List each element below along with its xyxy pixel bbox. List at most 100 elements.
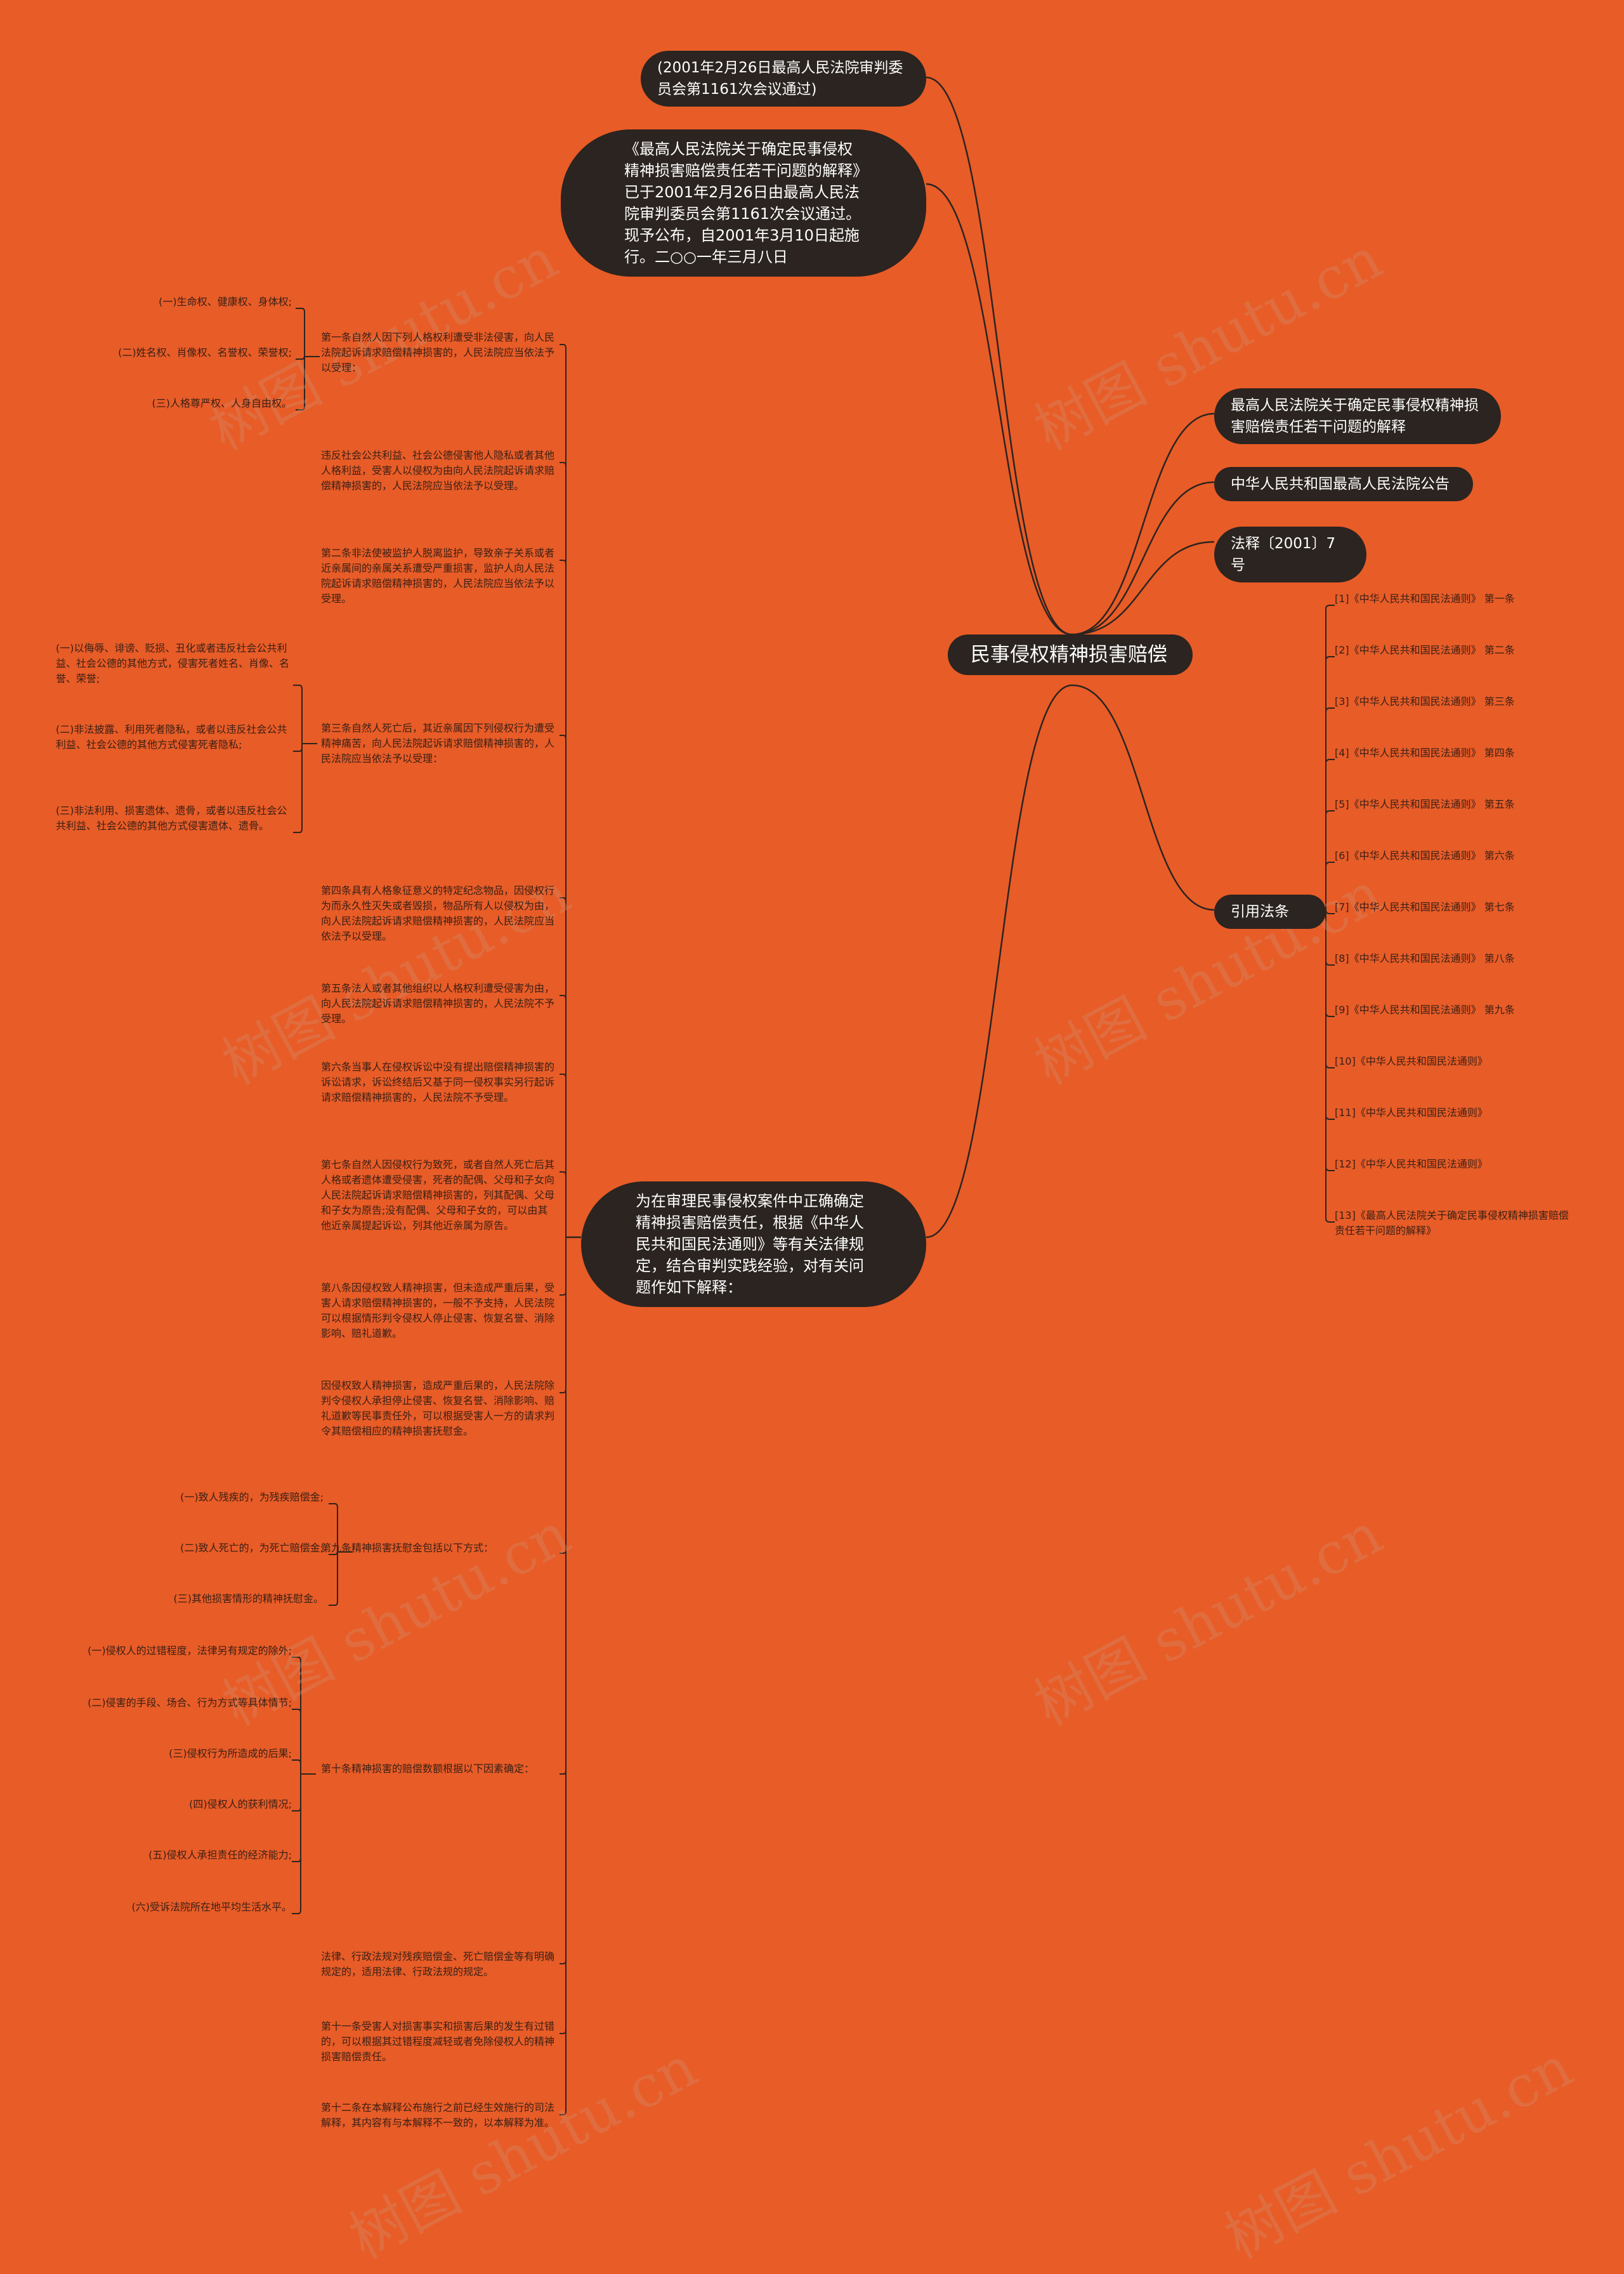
article-9[interactable]: 第八条因侵权致人精神损害，但未造成严重后果，受害人请求赔偿精神损害的，一般不予支… xyxy=(321,1282,555,1339)
sub-branch xyxy=(293,744,303,833)
sub-branch xyxy=(292,1709,301,1774)
ref-branch xyxy=(1325,910,1335,966)
article-11[interactable]: 第九条精神损害抚慰金包括以下方式： xyxy=(321,1542,494,1554)
article-branch xyxy=(560,1237,566,1775)
ref-branch xyxy=(1325,605,1335,910)
sub-branch xyxy=(329,1552,338,1606)
sub-item[interactable]: (二)非法披露、利用死者隐私，或者以违反社会公共利益、社会公德的其他方式侵害死者… xyxy=(56,723,287,751)
root-to-court xyxy=(1071,481,1215,636)
sub-branch xyxy=(296,308,305,357)
cited-law-item[interactable]: [5]《中华人民共和国民法通则》 第五条 xyxy=(1335,798,1515,810)
sub-branch xyxy=(293,744,303,752)
sub-branch xyxy=(296,355,305,360)
sub-item[interactable]: (一)以侮辱、诽谤、贬损、丑化或者违反社会公共利益、社会公德的其他方式，侵害死者… xyxy=(56,642,290,685)
sub-item[interactable]: (五)侵权人承担责任的经济能力; xyxy=(148,1849,292,1861)
ref-branch xyxy=(1325,910,1335,1068)
root-to-title xyxy=(1071,412,1215,636)
article-8[interactable]: 第七条自然人因侵权行为致死，或者自然人死亡后其人格或者遗体遭受侵害，死者的配偶、… xyxy=(321,1159,555,1232)
sub-branch xyxy=(293,685,303,744)
article-12[interactable]: 第十条精神损害的赔偿数额根据以下因素确定： xyxy=(321,1763,535,1775)
cited-law-item[interactable]: [3]《中华人民共和国民法通则》 第三条 xyxy=(1335,695,1515,707)
article-3[interactable]: 第二条非法使被监护人脱离监护，导致亲子关系或者近亲属间的亲属关系遭受严重损害，监… xyxy=(321,547,555,605)
ref-branch xyxy=(1325,909,1335,914)
root-to-docnum xyxy=(1071,541,1215,636)
cited-law-item[interactable]: [8]《中华人民共和国民法通则》 第八条 xyxy=(1335,952,1515,964)
article-branch xyxy=(560,1237,566,1393)
ref-branch xyxy=(1325,810,1335,910)
article-branch xyxy=(560,1074,566,1237)
sub-item[interactable]: (一)致人残疾的，为残疾赔偿金; xyxy=(180,1491,324,1503)
cited-law-item[interactable]: [11]《中华人民共和国民法通则》 xyxy=(1335,1107,1488,1119)
sub-branch xyxy=(292,1657,301,1774)
sub-item[interactable]: (三)其他损害情形的精神抚慰金。 xyxy=(173,1593,324,1605)
article-branch xyxy=(560,462,566,1237)
node-interpretation-title[interactable]: 最高人民法院关于确定民事侵权精神损害赔偿责任若干问题的解释 xyxy=(1214,388,1501,444)
sub-item[interactable]: (三)人格尊严权、人身自由权。 xyxy=(152,397,292,409)
cited-law-item[interactable]: [6]《中华人民共和国民法通则》 第六条 xyxy=(1335,850,1515,862)
root-to-refs xyxy=(1071,684,1215,911)
article-6[interactable]: 第五条法人或者其他组织以人格权利遭受侵害为由，向人民法院起诉请求赔偿精神损害的，… xyxy=(321,982,555,1025)
node-court-announcement[interactable]: 中华人民共和国最高人民法院公告 xyxy=(1214,467,1473,501)
article-branch xyxy=(560,344,566,1237)
sub-branch xyxy=(329,1503,338,1552)
node-announcement[interactable]: 《最高人民法院关于确定民事侵权精神损害赔偿责任若干问题的解释》已于2001年2月… xyxy=(561,129,926,277)
cited-law-item[interactable]: [1]《中华人民共和国民法通则》 第一条 xyxy=(1335,593,1515,605)
article-branch xyxy=(560,995,566,1237)
sub-item[interactable]: (二)侵害的手段、场合、行为方式等具体情节; xyxy=(88,1697,292,1709)
article-10[interactable]: 因侵权致人精神损害，造成严重后果的，人民法院除判令侵权人承担停止侵害、恢复名誉、… xyxy=(321,1379,555,1437)
sub-item[interactable]: (一)生命权、健康权、身体权; xyxy=(159,296,292,308)
ref-branch xyxy=(1325,862,1335,910)
cited-law-item[interactable]: [13]《最高人民法院关于确定民事侵权精神损害赔偿责任若干问题的解释》 xyxy=(1335,1209,1569,1237)
sub-item[interactable]: (三)非法利用、损害遗体、遗骨，或者以违反社会公共利益、社会公德的其他方式侵害遗… xyxy=(56,805,287,832)
ref-branch xyxy=(1325,759,1335,910)
node-cited-laws[interactable]: 引用法条 xyxy=(1214,895,1326,929)
ref-branch xyxy=(1325,910,1335,1223)
sub-item[interactable]: (二)姓名权、肖像权、名誉权、荣誉权; xyxy=(118,346,292,358)
article-4[interactable]: 第三条自然人死亡后，其近亲属因下列侵权行为遭受精神痛苦，向人民法院起诉请求赔偿精… xyxy=(321,722,555,765)
article-branch xyxy=(560,735,566,1237)
cited-law-item[interactable]: [9]《中华人民共和国民法通则》 第九条 xyxy=(1335,1004,1515,1016)
ref-branch xyxy=(1325,707,1335,910)
root-to-announcement xyxy=(926,183,1073,636)
ref-branch xyxy=(1325,656,1335,910)
article-branch xyxy=(560,897,566,1237)
cited-law-item[interactable]: [2]《中华人民共和国民法通则》 第二条 xyxy=(1335,644,1515,656)
sub-item[interactable]: (三)侵权行为所造成的后果; xyxy=(169,1747,292,1759)
node-doc-number[interactable]: 法释〔2001〕7号 xyxy=(1214,527,1366,582)
article-7[interactable]: 第六条当事人在侵权诉讼中没有提出赔偿精神损害的诉讼请求，诉讼终结后又基于同一侵权… xyxy=(321,1061,555,1103)
cited-law-item[interactable]: [12]《中华人民共和国民法通则》 xyxy=(1335,1158,1488,1170)
sub-item[interactable]: (二)致人死亡的，为死亡赔偿金; xyxy=(180,1542,324,1554)
ref-branch xyxy=(1325,910,1335,1171)
connector-lines xyxy=(292,76,1335,2115)
ref-branch xyxy=(1325,910,1335,1017)
sub-branch xyxy=(292,1759,301,1774)
article-15[interactable]: 第十二条在本解释公布施行之前已经生效施行的司法解释，其内容有与本解释不一致的，以… xyxy=(321,2101,555,2129)
article-13[interactable]: 法律、行政法规对残疾赔偿金、死亡赔偿金等有明确规定的，适用法律、行政法规的规定。 xyxy=(321,1950,555,1978)
sub-item[interactable]: (六)受诉法院所在地平均生活水平。 xyxy=(131,1901,292,1913)
sub-item[interactable]: (一)侵权人的过错程度，法律另有规定的除外; xyxy=(88,1645,292,1657)
cited-law-item[interactable]: [10]《中华人民共和国民法通则》 xyxy=(1335,1055,1488,1067)
sub-branch xyxy=(296,357,305,411)
article-5[interactable]: 第四条具有人格象征意义的特定纪念物品，因侵权行为而永久性灭失或者毁损，物品所有人… xyxy=(321,884,555,942)
article-branch xyxy=(560,1237,566,2115)
article-1[interactable]: 第一条自然人因下列人格权利遭受非法侵害，向人民法院起诉请求赔偿精神损害的，人民法… xyxy=(321,331,555,374)
sub-branch xyxy=(292,1774,301,1914)
article-2[interactable]: 违反社会公共利益、社会公德侵害他人隐私或者其他人格利益，受害人以侵权为由向人民法… xyxy=(321,449,555,492)
sub-branch xyxy=(292,1774,301,1862)
cited-law-item[interactable]: [7]《中华人民共和国民法通则》 第七条 xyxy=(1335,901,1515,913)
article-branch xyxy=(560,1171,566,1237)
sub-item[interactable]: (四)侵权人的获利情况; xyxy=(189,1798,292,1810)
article-branch xyxy=(560,1237,566,2034)
cited-law-item[interactable]: [4]《中华人民共和国民法通则》 第四条 xyxy=(1335,747,1515,759)
root-to-preamble xyxy=(926,684,1073,1239)
article-branch xyxy=(560,560,566,1237)
node-passed-note[interactable]: (2001年2月26日最高人民法院审判委员会第1161次会议通过) xyxy=(641,51,926,107)
article-branch xyxy=(560,1237,566,1964)
root-to-passed xyxy=(926,76,1073,636)
article-branch xyxy=(560,1237,566,1296)
node-preamble[interactable]: 为在审理民事侵权案件中正确确定精神损害赔偿责任，根据《中华人民共和国民法通则》等… xyxy=(581,1181,926,1307)
article-branch xyxy=(560,1237,566,1554)
article-14[interactable]: 第十一条受害人对损害事实和损害后果的发生有过错的，可以根据其过错程度减轻或者免除… xyxy=(321,2020,555,2063)
ref-branch xyxy=(1325,910,1335,1120)
root-node[interactable]: 民事侵权精神损害赔偿 xyxy=(948,634,1193,675)
